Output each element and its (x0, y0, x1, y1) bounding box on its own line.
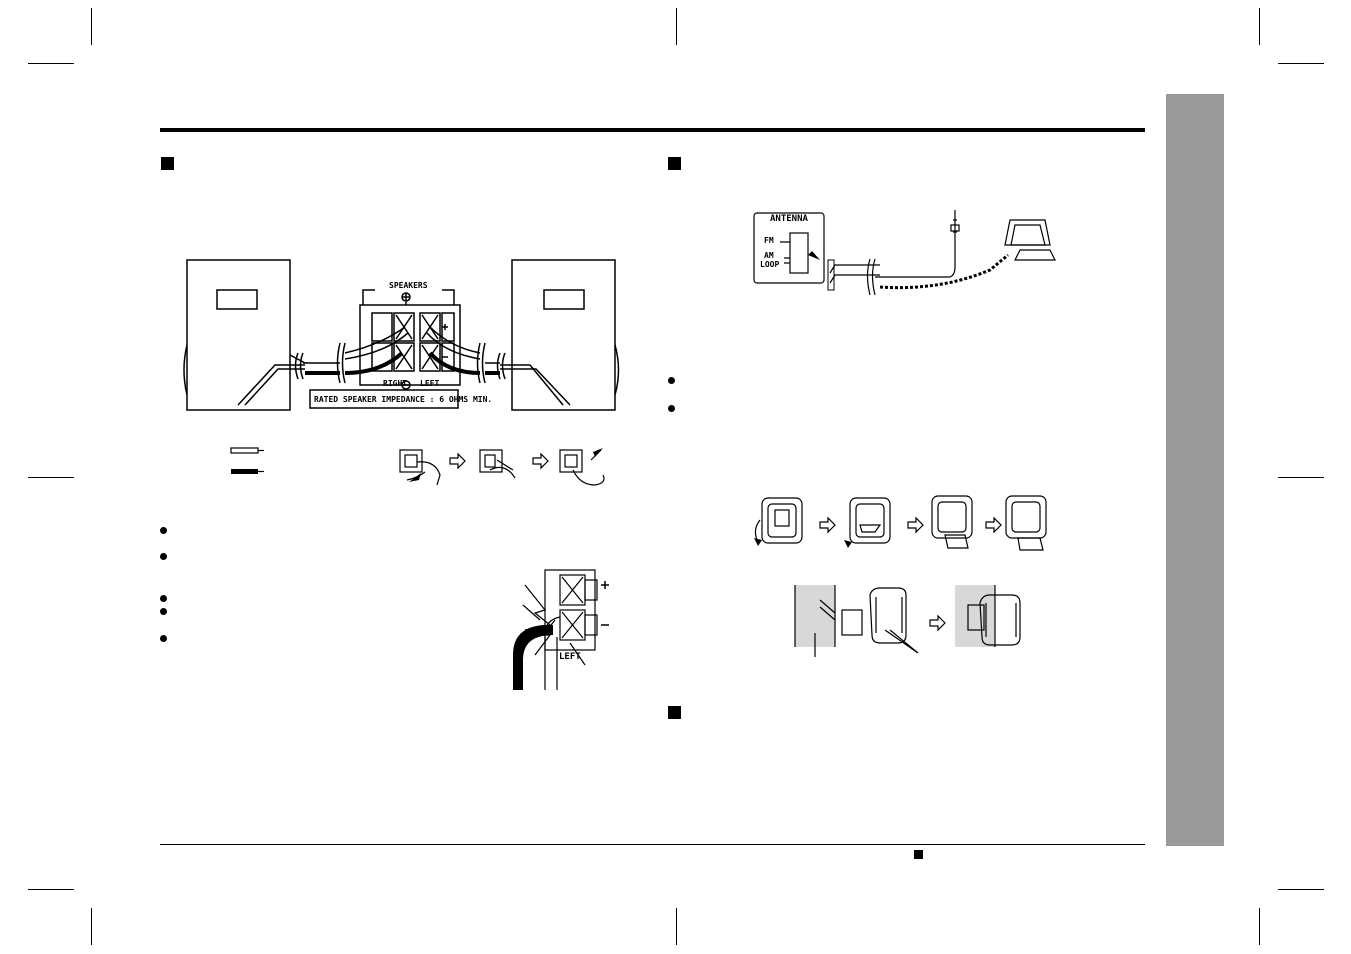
bullet (160, 635, 167, 642)
crop-mark (1278, 477, 1324, 478)
side-tab (1166, 94, 1224, 846)
wire-legend (230, 447, 264, 474)
crop-mark (676, 8, 677, 45)
bullet (160, 608, 167, 615)
terminal-connection-steps (399, 448, 605, 486)
crop-mark (676, 908, 677, 945)
bullet (668, 377, 675, 384)
speakers-title: SPEAKERS (389, 281, 428, 290)
speaker-cabinet-left (511, 259, 616, 411)
crop-mark (1278, 63, 1324, 64)
section-marker-speakers (161, 157, 174, 170)
crop-mark (91, 8, 92, 45)
speaker-connection-diagram (183, 259, 620, 411)
right-terminal-label: RIGHT (383, 379, 408, 388)
footer-marker (914, 850, 923, 859)
bullet (668, 405, 675, 412)
loop-antenna-wall-mount (794, 585, 1021, 657)
crop-mark (1259, 908, 1260, 945)
loop-antenna-assembly-steps (754, 495, 1047, 551)
bullet (160, 553, 167, 560)
header-rule (160, 128, 1145, 132)
crop-mark (28, 63, 74, 64)
left-terminal-label: LEFT (420, 379, 440, 388)
terminal-warning-detail (513, 569, 609, 690)
bullet (160, 527, 167, 534)
crop-mark (28, 477, 74, 478)
impedance-note: RATED SPEAKER IMPEDANCE : 6 OHMS MIN. (314, 395, 493, 404)
antenna-connection-diagram (753, 210, 1056, 296)
footer-rule (160, 844, 1145, 845)
fm-label: FM (764, 236, 774, 245)
crop-mark (1278, 889, 1324, 890)
terminal-detail-left-label: LEFT (559, 652, 581, 662)
speaker-cabinet-right (186, 259, 291, 411)
section-marker-antenna (668, 157, 681, 170)
loop-label: LOOP (760, 260, 780, 269)
antenna-title: ANTENNA (770, 214, 808, 224)
bullet (160, 595, 167, 602)
section-marker-bottom (668, 706, 681, 719)
crop-mark (28, 889, 74, 890)
crop-mark (1259, 8, 1260, 45)
crop-mark (91, 908, 92, 945)
am-label: AM (764, 251, 774, 260)
